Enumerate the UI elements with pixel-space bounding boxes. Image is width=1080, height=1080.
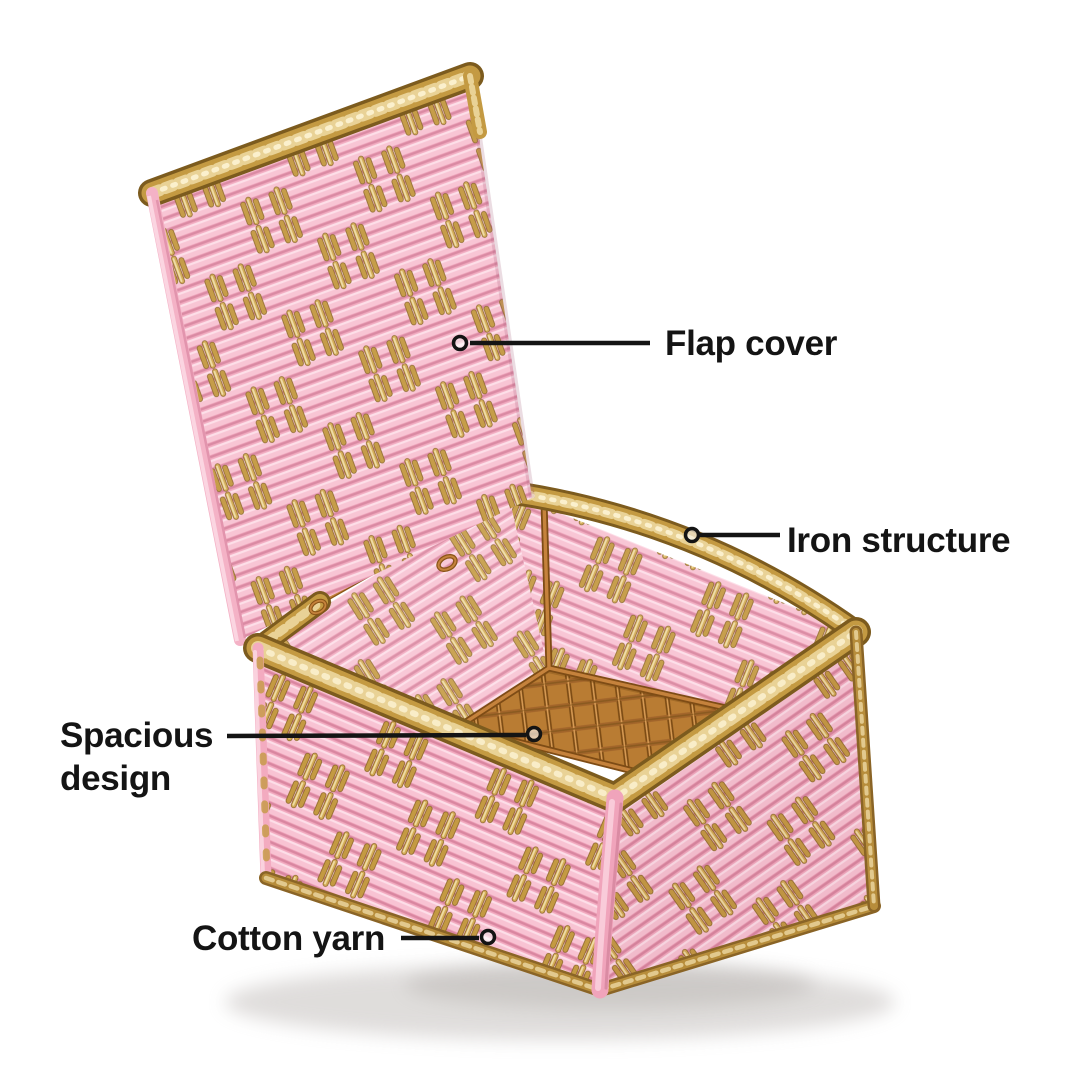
label-iron-structure: Iron structure [787,521,1011,560]
callout-cotton-yarn [401,928,497,946]
callout-iron-structure [683,526,780,544]
callout-flap-cover [451,334,650,352]
label-flap-cover: Flap cover [665,324,838,363]
label-spacious-design: Spacious design [60,716,214,798]
label-cotton-yarn: Cotton yarn [192,919,386,958]
flap-lid [138,62,535,646]
callout-spacious-design [226,725,543,743]
edge-trims [252,625,881,999]
callouts [226,334,780,946]
